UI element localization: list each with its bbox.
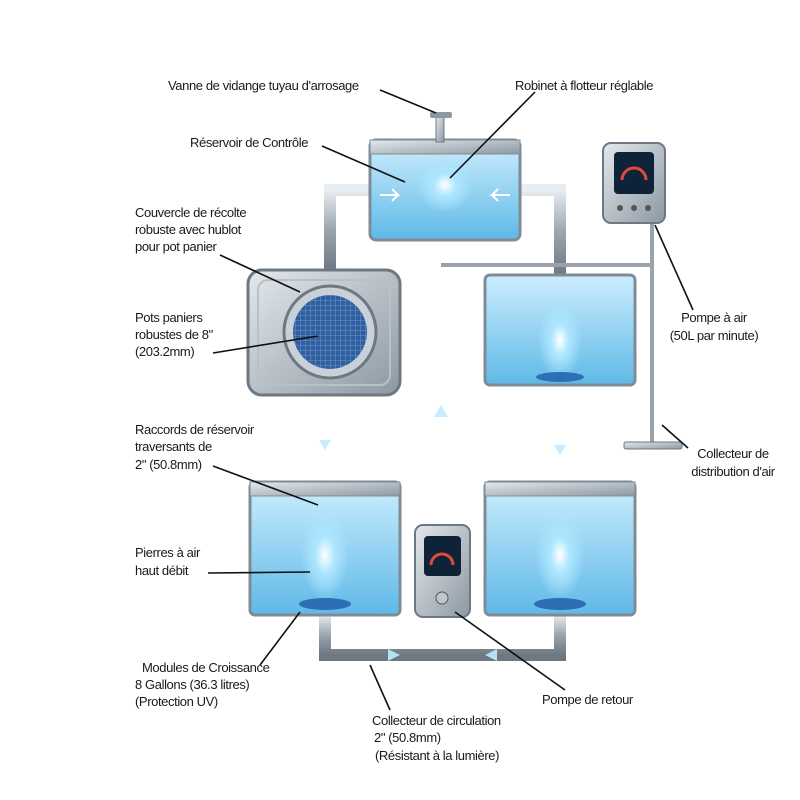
air-stone: [299, 598, 351, 610]
label-return-pump: Pompe de retour: [542, 692, 634, 707]
pipe-right-top: [512, 184, 566, 281]
flow-arrow-icon: [554, 445, 566, 455]
gauge-icon: [620, 166, 648, 181]
pipework: [319, 184, 683, 661]
return-pump: [414, 524, 471, 618]
gauge-icon: [429, 552, 455, 566]
air-pump: [602, 142, 666, 224]
leader-lines: [207, 89, 694, 711]
air-distribution-manifold: [623, 441, 683, 450]
control-tank: [368, 112, 522, 242]
drain-valve: [435, 115, 445, 143]
flow-arrow-icon: [319, 440, 331, 450]
grow-module-bottom-right: [483, 480, 637, 617]
label-float-valve: Robinet à flotteur réglable: [515, 78, 653, 93]
valve-handle-icon: [430, 112, 452, 118]
flow-arrow-icon: [485, 649, 497, 661]
flow-arrow-icon: [388, 649, 400, 661]
label-air-pump: Pompe à air(50L par minute): [670, 310, 759, 343]
harvest-lid: [246, 268, 402, 397]
pipe-left-top: [324, 184, 378, 276]
flow-arrow-icon: [434, 405, 448, 417]
net-pot-mesh: [293, 295, 367, 369]
grow-module-bottom-left: [248, 480, 402, 617]
grow-module-top-right: [483, 273, 637, 387]
label-control-tank: Réservoir de Contrôle: [190, 135, 308, 150]
label-drain-valve: Vanne de vidange tuyau d'arrosage: [168, 78, 359, 93]
